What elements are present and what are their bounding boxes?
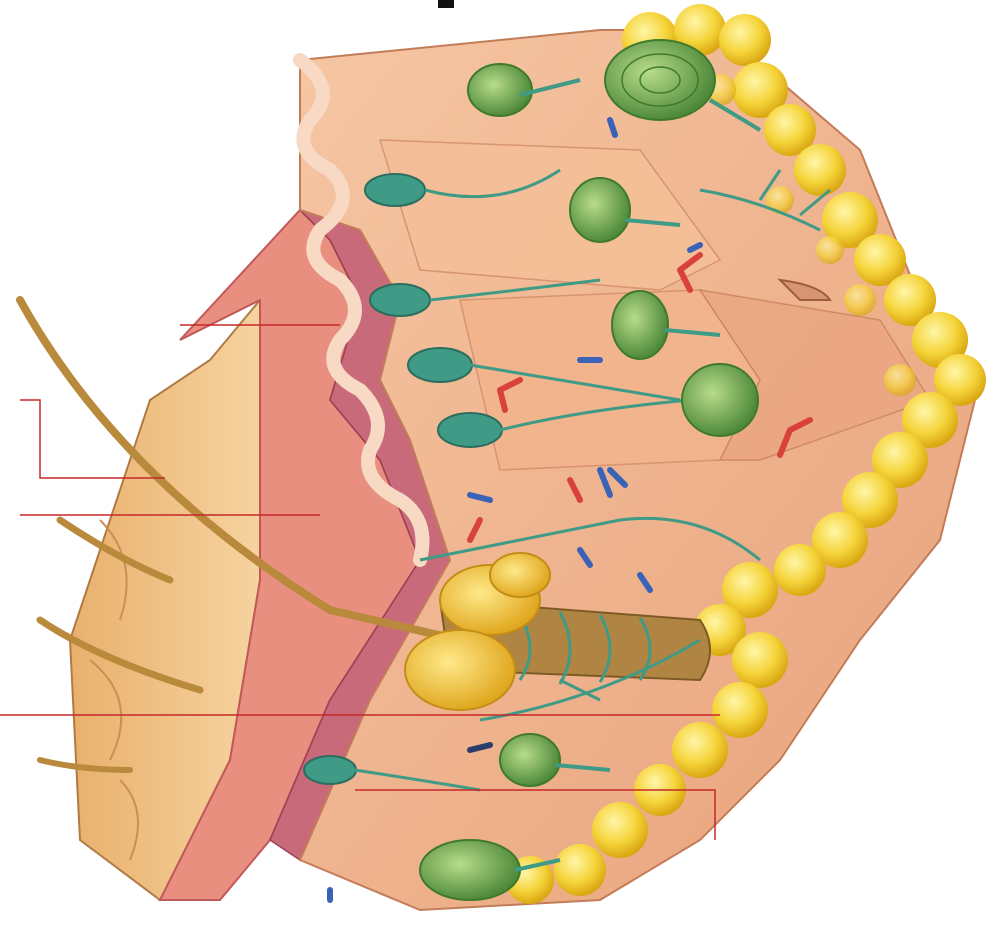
partial-heading-glyph [438,0,454,8]
